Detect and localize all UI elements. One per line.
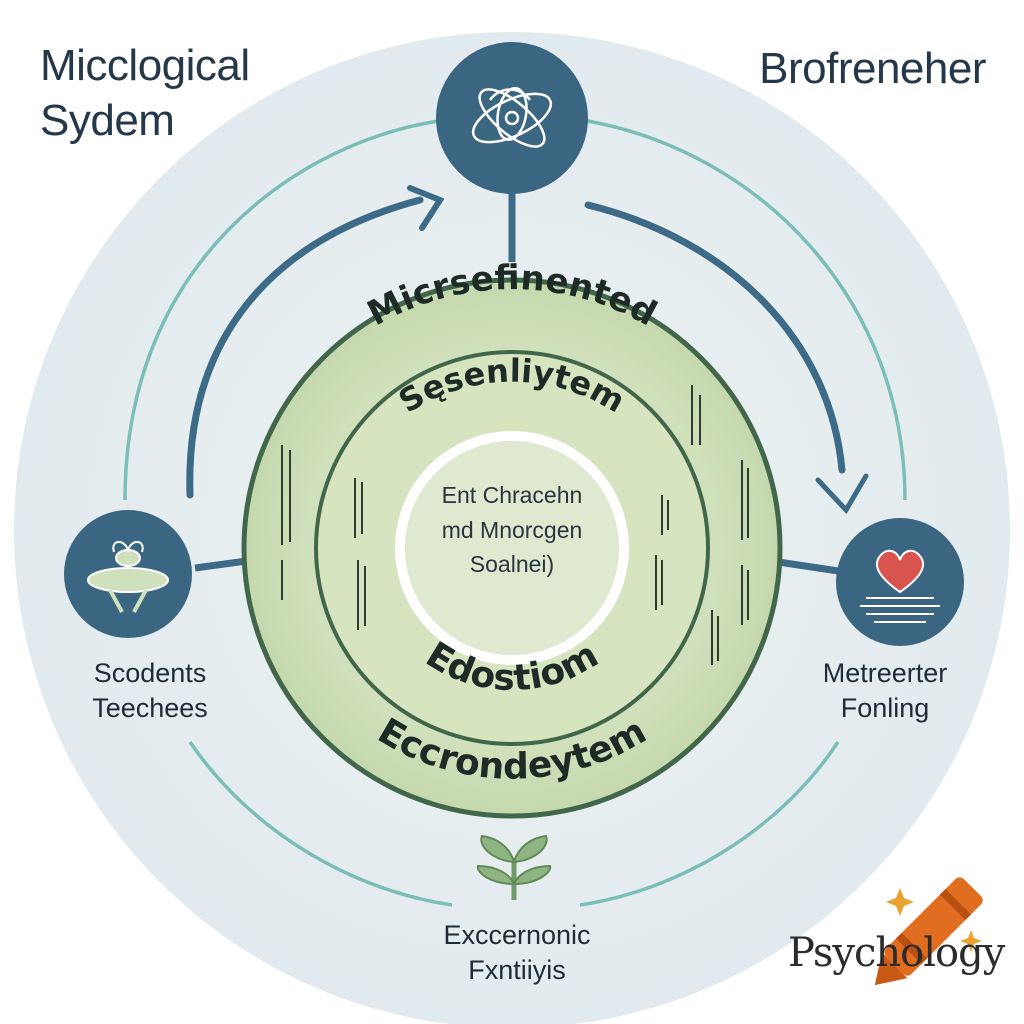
cycle-arrows bbox=[186, 185, 869, 515]
tiny-text-marks bbox=[860, 597, 940, 623]
left-node-label-line1: Scodents bbox=[93, 658, 207, 688]
right-node-label-line2: Fonling bbox=[840, 693, 930, 724]
center-label-line2: md Mnorcgen bbox=[441, 516, 583, 543]
corner-title-left-line1: Micclogical bbox=[40, 41, 250, 90]
corner-title-right: Brofreneher bbox=[759, 44, 986, 93]
right-node bbox=[836, 518, 964, 646]
sprout-icon bbox=[476, 834, 552, 900]
center-label-line3: Soalnei) bbox=[469, 551, 555, 577]
bottom-node-label: Exccernonic Fxntiiyis bbox=[392, 918, 642, 988]
inner-ring bbox=[395, 431, 629, 665]
brand-label: Psychology bbox=[788, 930, 1005, 976]
bottom-node-label-line2: Fxntiiyis bbox=[468, 955, 566, 986]
ring-glyph-marks bbox=[281, 385, 749, 665]
sparkle-icons bbox=[886, 888, 982, 952]
bottom-node-label-line1: Exccernonic bbox=[443, 920, 591, 950]
left-node bbox=[64, 510, 192, 638]
crayon-icon bbox=[874, 877, 983, 986]
left-node-label-line2: Teechees bbox=[92, 693, 208, 724]
corner-title-left-line2: Sydem bbox=[40, 96, 175, 145]
right-node-label-line1: Metreerter bbox=[822, 658, 948, 688]
abstract-flower-icon bbox=[471, 87, 553, 148]
arrow-left-up bbox=[186, 196, 424, 499]
arrow-right-down bbox=[584, 201, 846, 474]
center-label: Ent Chracehn md Mnorcgen Soalnei) bbox=[402, 478, 622, 582]
top-node bbox=[436, 42, 588, 194]
heart-icon bbox=[875, 549, 925, 594]
corner-title-left: Micclogical Sydem bbox=[40, 38, 250, 148]
lily-pad-icon bbox=[87, 541, 169, 613]
orbit-arcs bbox=[123, 118, 907, 907]
left-node-label: Scodents Teechees bbox=[60, 656, 240, 726]
center-label-line1: Ent Chracehn bbox=[441, 482, 583, 508]
right-node-label: Metreerter Fonling bbox=[790, 656, 980, 726]
